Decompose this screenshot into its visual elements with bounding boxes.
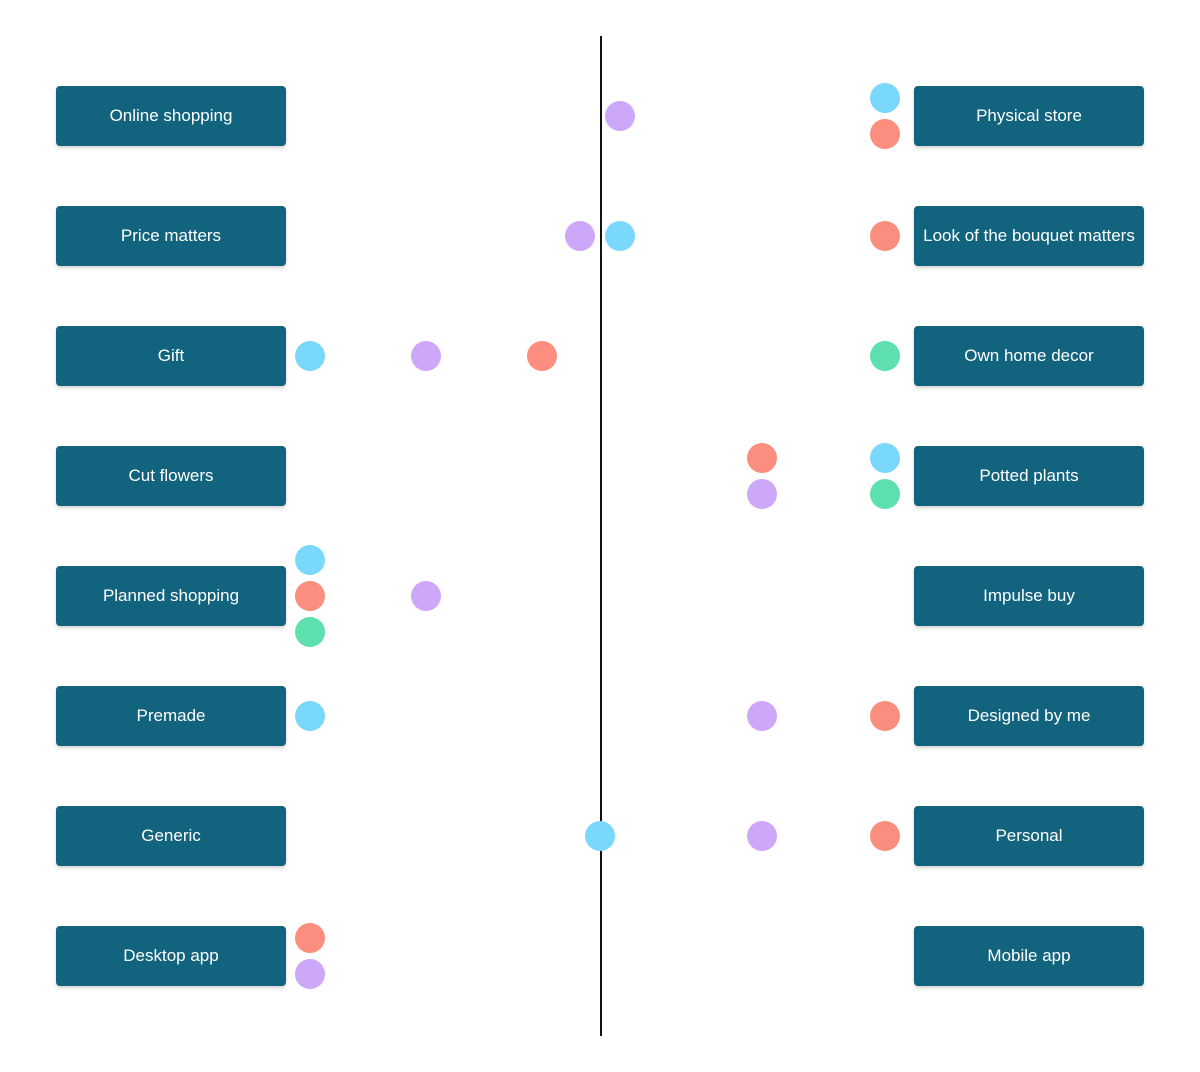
pole-label-left: Price matters bbox=[56, 206, 286, 266]
pole-label-right: Look of the bouquet matters bbox=[914, 206, 1144, 266]
vote-dot-blue bbox=[585, 821, 615, 851]
vote-dot-blue bbox=[870, 83, 900, 113]
vote-dot-red bbox=[527, 341, 557, 371]
pole-label-right: Designed by me bbox=[914, 686, 1144, 746]
pole-label-left: Online shopping bbox=[56, 86, 286, 146]
vote-dot-blue bbox=[604, 221, 635, 251]
pole-label-left: Premade bbox=[56, 686, 286, 746]
vote-dot-purple bbox=[295, 959, 325, 989]
pole-label-left: Planned shopping bbox=[56, 566, 286, 626]
vote-dot-red bbox=[870, 821, 900, 851]
vote-dot-purple bbox=[747, 479, 778, 509]
vote-dot-green bbox=[870, 341, 900, 371]
vote-dot-purple bbox=[604, 101, 635, 131]
pole-label-right: Potted plants bbox=[914, 446, 1144, 506]
vote-dot-blue bbox=[295, 341, 325, 371]
vote-dot-green bbox=[870, 479, 900, 509]
vote-dot-purple bbox=[564, 221, 595, 251]
vote-dot-purple bbox=[747, 701, 778, 731]
vote-dot-red bbox=[870, 221, 900, 251]
vote-dot-purple bbox=[411, 341, 441, 371]
vote-dot-blue bbox=[870, 443, 900, 473]
vote-dot-green bbox=[295, 617, 325, 647]
vote-dot-purple bbox=[411, 581, 441, 611]
pole-label-right: Own home decor bbox=[914, 326, 1144, 386]
pole-label-right: Personal bbox=[914, 806, 1144, 866]
vote-dot-red bbox=[747, 443, 778, 473]
vote-dot-blue bbox=[295, 701, 325, 731]
vote-dot-red bbox=[870, 701, 900, 731]
vote-dot-purple bbox=[747, 821, 778, 851]
pole-label-left: Cut flowers bbox=[56, 446, 286, 506]
pole-label-right: Physical store bbox=[914, 86, 1144, 146]
vote-dot-red bbox=[870, 119, 900, 149]
vote-dot-red bbox=[295, 923, 325, 953]
pole-label-left: Generic bbox=[56, 806, 286, 866]
center-axis-line bbox=[600, 36, 602, 1036]
pole-label-left: Desktop app bbox=[56, 926, 286, 986]
pole-label-left: Gift bbox=[56, 326, 286, 386]
pole-label-right: Mobile app bbox=[914, 926, 1144, 986]
pole-label-right: Impulse buy bbox=[914, 566, 1144, 626]
vote-dot-blue bbox=[295, 545, 325, 575]
vote-dot-red bbox=[295, 581, 325, 611]
